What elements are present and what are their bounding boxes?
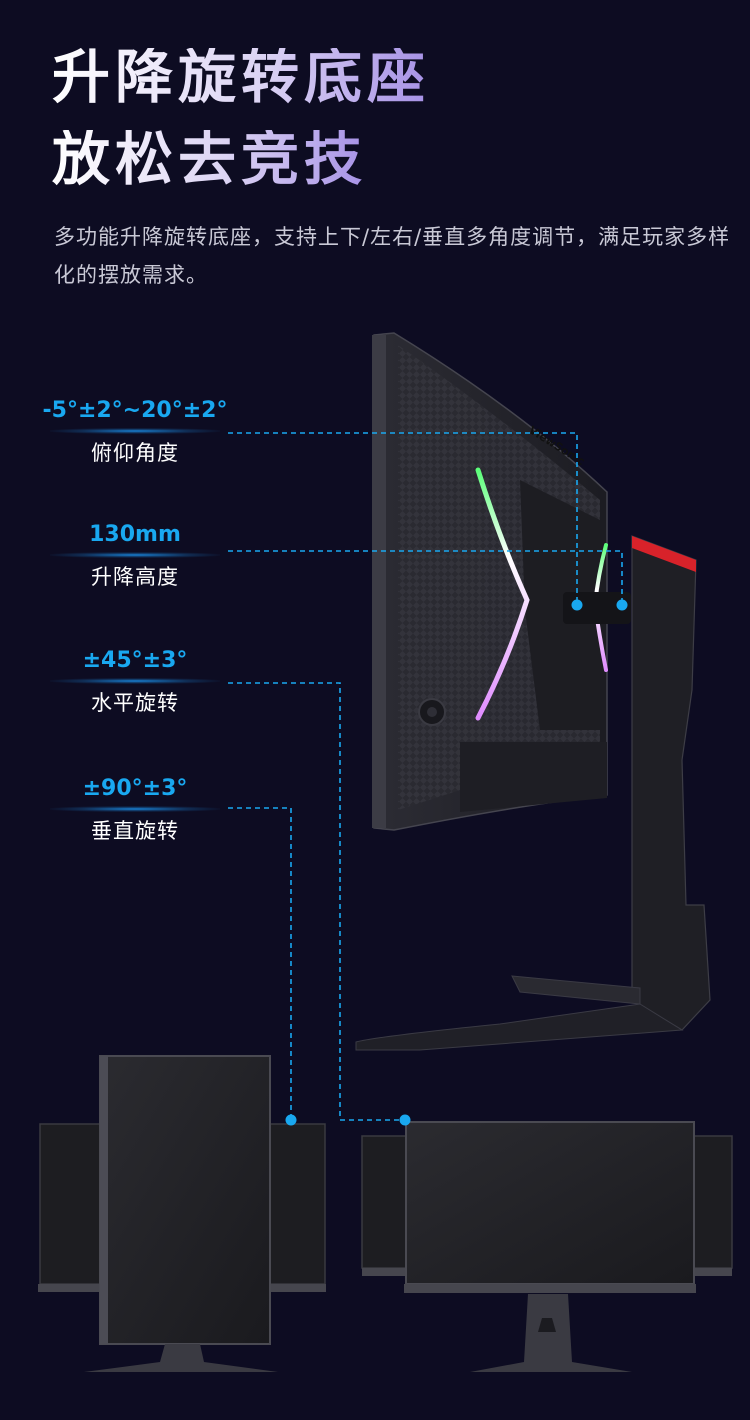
rgb-light-strip-left: [475, 467, 530, 721]
callout-dot-tilt: [571, 599, 583, 611]
spec-tilt-value: -5°±2°~20°±2°: [42, 398, 228, 423]
swivel-rotation-demo: [361, 1121, 733, 1372]
vesa-mount: [563, 592, 631, 624]
spec-pivot-label: 垂直旋转: [91, 819, 179, 843]
spec-glow-divider: [50, 428, 220, 434]
spec-swivel-label: 水平旋转: [91, 691, 179, 715]
stand-red-accent: [632, 536, 696, 572]
spec-height-label: 升降高度: [91, 565, 179, 589]
spec-pivot: ±90°±3° 垂直旋转: [40, 774, 230, 846]
portrait-rotation-demo: [38, 1055, 326, 1372]
spec-tilt-label: 俯仰角度: [91, 441, 179, 465]
page-title-line1: 升降旋转底座: [52, 43, 431, 111]
callout-line-tilt: [228, 432, 578, 605]
spec-height: 130mm 升降高度: [40, 520, 230, 592]
spec-swivel-value: ±45°±3°: [82, 648, 188, 673]
spec-pivot-value: ±90°±3°: [82, 776, 188, 801]
callout-dot-height: [616, 599, 628, 611]
spec-swivel: ±45°±3° 水平旋转: [40, 646, 230, 718]
spec-glow-divider: [50, 806, 220, 812]
monitor-rear-view: ViewSonic: [372, 332, 631, 831]
callout-line-pivot: [228, 807, 292, 1120]
callout-line-swivel: [228, 682, 405, 1121]
callout-lines: [228, 432, 623, 1121]
callout-dots: [285, 599, 628, 1126]
spec-height-value: 130mm: [89, 522, 181, 547]
feature-description: 多功能升降旋转底座，支持上下/左右/垂直多角度调节，满足玩家多样化的摆放需求。: [54, 225, 731, 287]
page-title-line2: 放松去竞技: [52, 125, 368, 193]
spec-glow-divider: [50, 678, 220, 684]
callout-dot-pivot: [285, 1114, 297, 1126]
spec-tilt: -5°±2°~20°±2° 俯仰角度: [40, 396, 230, 468]
monitor-stand: [355, 535, 711, 1051]
callout-dot-swivel: [399, 1114, 411, 1126]
spec-glow-divider: [50, 552, 220, 558]
